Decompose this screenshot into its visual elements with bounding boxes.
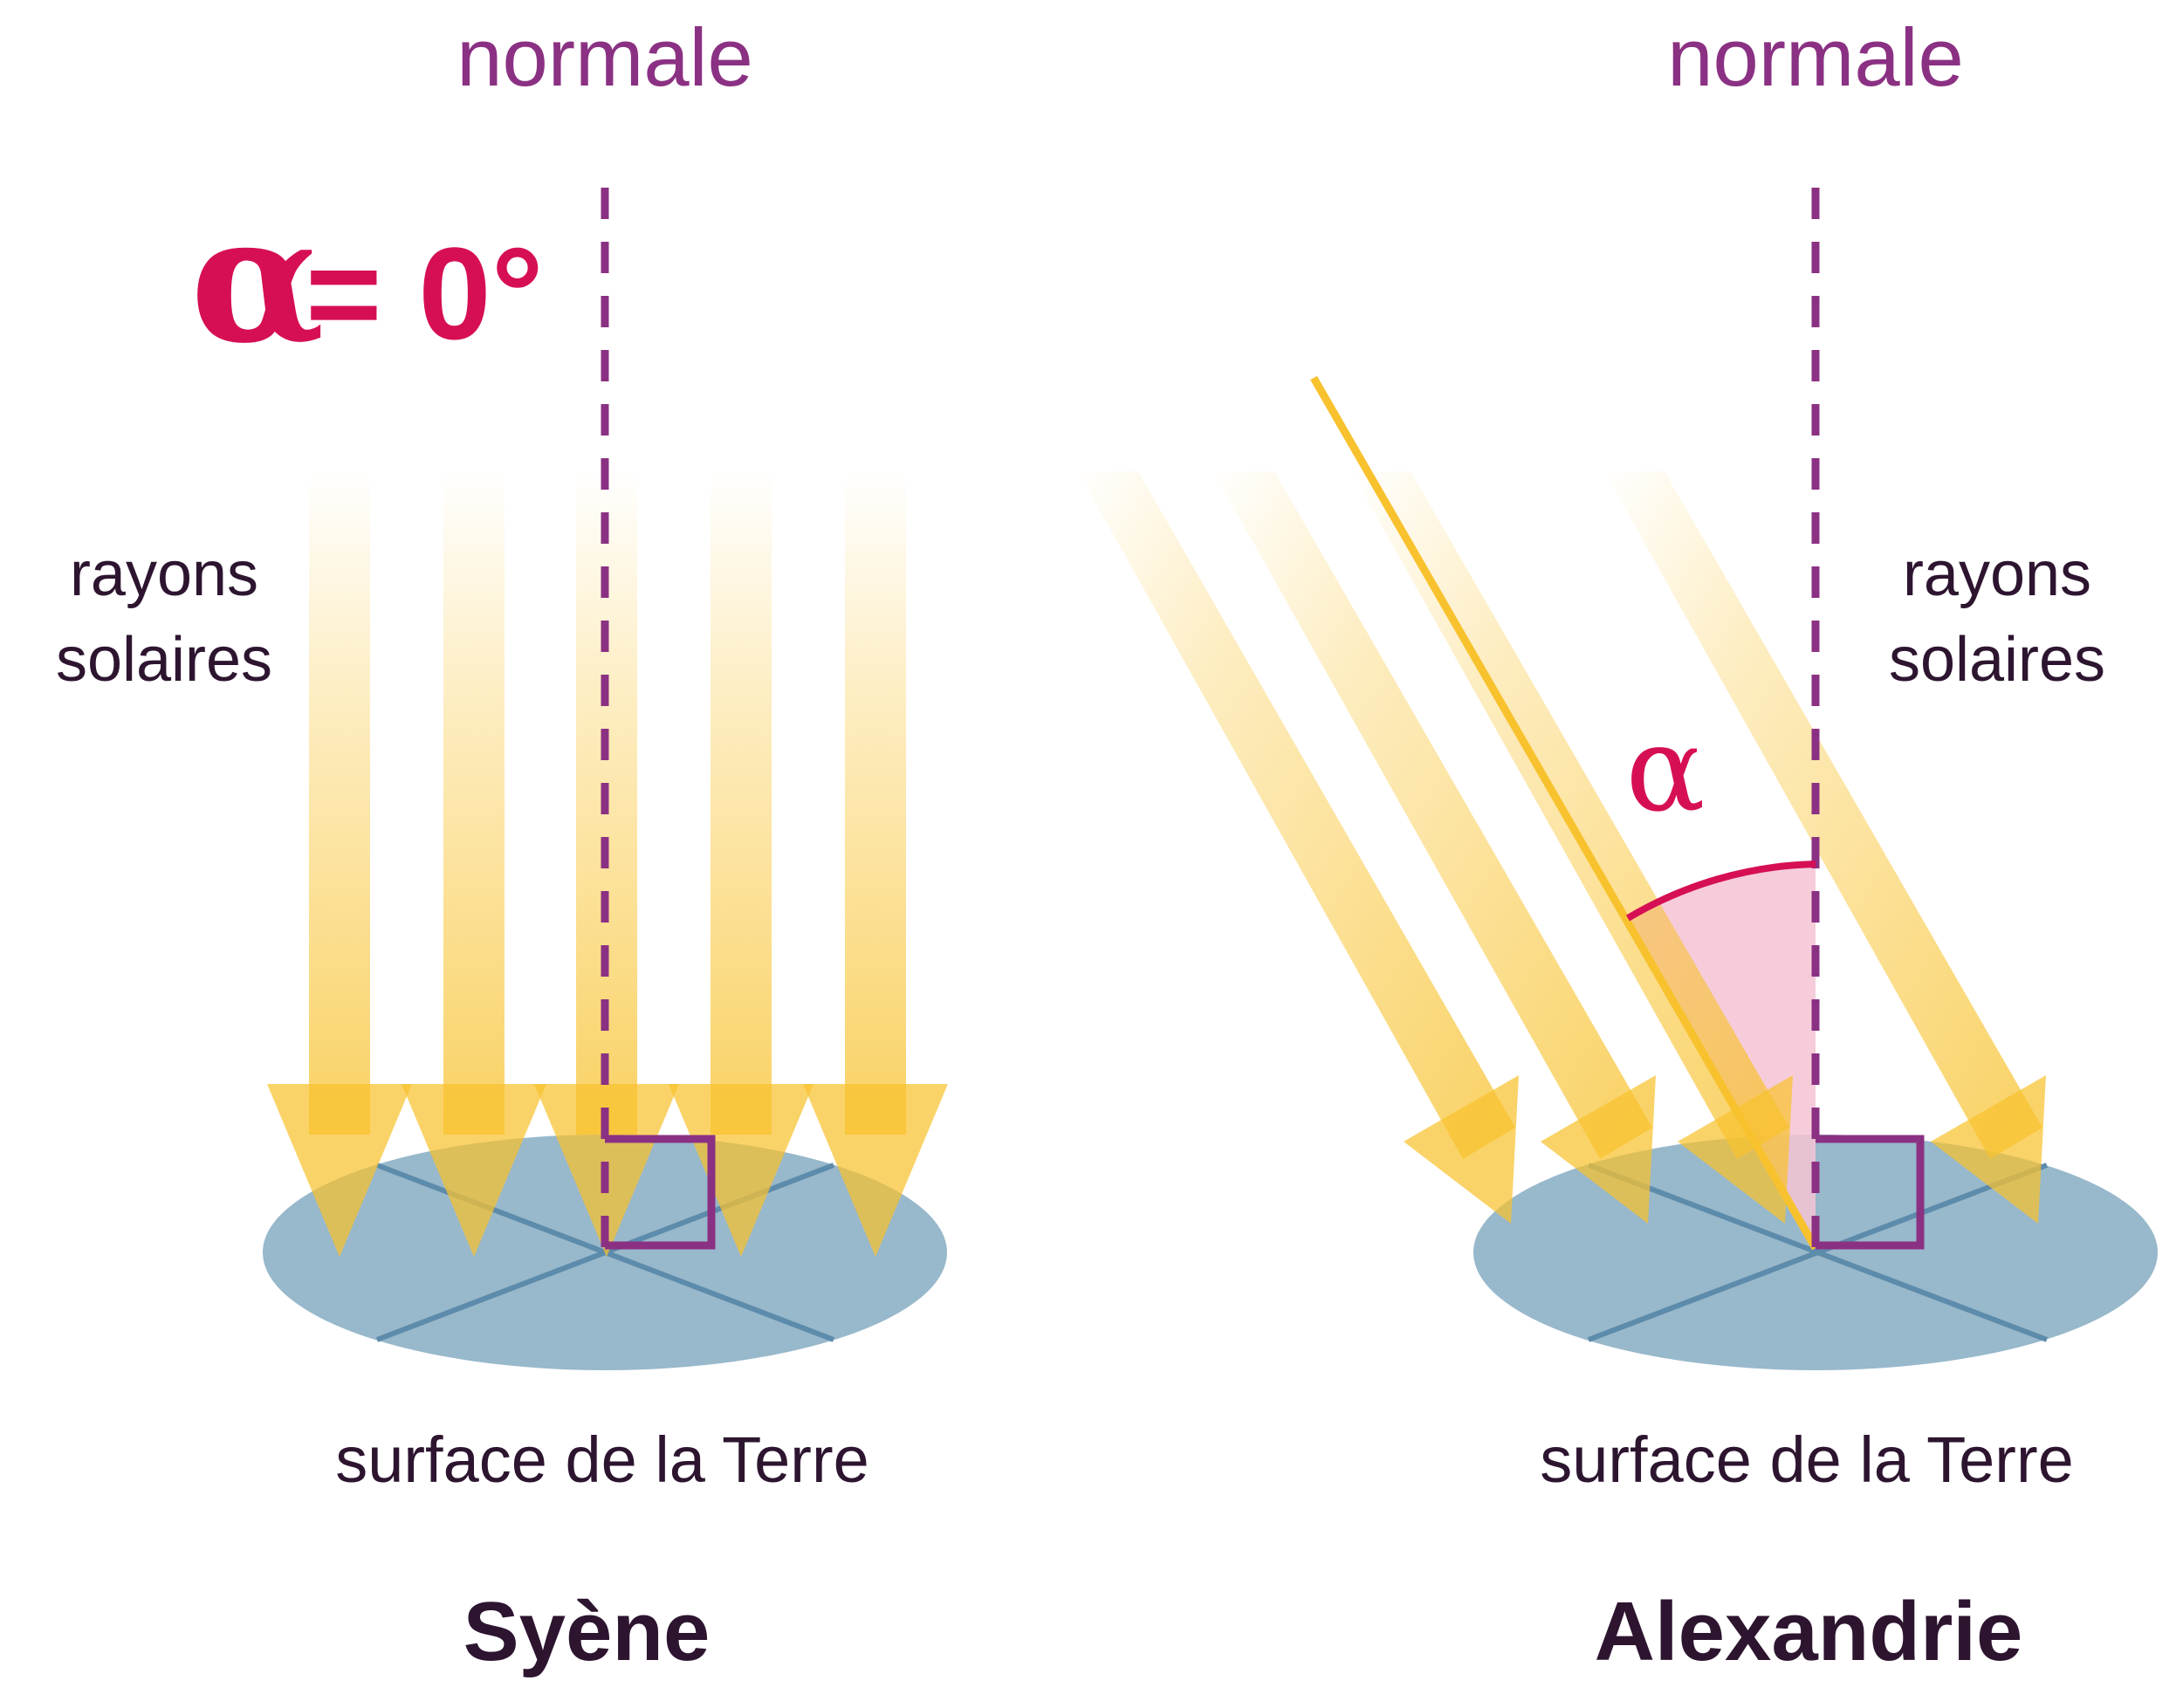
ray-arrow	[267, 471, 412, 1257]
syene-panel: normale α = 0° rayons solaires	[56, 11, 948, 1678]
alpha-symbol-left: α	[190, 177, 325, 382]
rays-label-right-line1: rayons	[1903, 539, 2091, 609]
alpha-symbol-right: α	[1625, 701, 1705, 838]
ray-arrow	[669, 471, 813, 1257]
alexandrie-panel: normale rayons solaires	[1078, 11, 2158, 1678]
incident-ray-line	[1310, 375, 1819, 1251]
normal-label-right: normale	[1667, 11, 1964, 103]
sun-rays-right	[1078, 471, 2046, 1224]
ray-arrow	[402, 471, 546, 1257]
rays-label-left-line2: solaires	[56, 625, 272, 695]
rays-label-right-line2: solaires	[1889, 625, 2105, 695]
normal-label-left: normale	[457, 11, 753, 103]
ray-arrow	[1078, 471, 1519, 1224]
ray-arrow	[1213, 471, 1656, 1224]
rays-label-left-line1: rayons	[70, 539, 258, 609]
ray-arrow	[803, 471, 948, 1257]
right-angle-marker-right	[1816, 1135, 1925, 1250]
ray-arrow	[1604, 471, 2046, 1224]
surface-label-left: surface de la Terre	[335, 1423, 869, 1496]
alpha-equation-left: = 0°	[305, 220, 544, 367]
city-label-alexandrie: Alexandrie	[1595, 1585, 2023, 1678]
right-angle-marker-left	[605, 1135, 716, 1250]
surface-label-right: surface de la Terre	[1540, 1423, 2074, 1496]
angle-alpha-arc	[1625, 861, 1816, 922]
city-label-syene: Syène	[463, 1585, 711, 1678]
